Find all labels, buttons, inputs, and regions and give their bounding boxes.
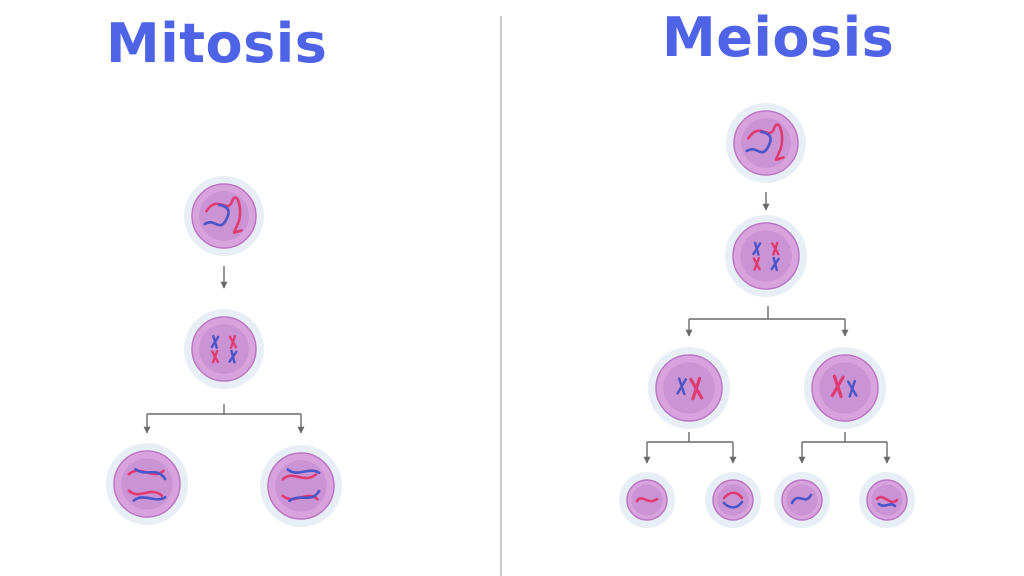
gamete-4 [859,472,915,528]
mitosis-split-arrows [143,404,305,434]
meiosis-parent-cell [726,103,806,183]
gamete-2 [705,472,761,528]
meiosis-cell-left [648,347,730,429]
mitosis-title: Mitosis [106,12,328,75]
gamete-3 [774,472,830,528]
meiosis-right-split-arrows [798,432,891,464]
mitosis-daughter-cell-right [260,445,342,527]
mitosis-replicated-cell [184,309,264,389]
meiosis-first-split-arrows [685,306,849,337]
center-divider [500,16,502,576]
mitosis-daughter-cell-left [106,443,188,525]
meiosis-title: Meiosis [662,6,895,69]
mitosis-parent-cell [184,176,264,256]
meiosis-cell-right [804,347,886,429]
meiosis-left-split-arrows [643,432,737,464]
gamete-1 [619,472,675,528]
meiosis-replicated-cell [725,215,807,297]
